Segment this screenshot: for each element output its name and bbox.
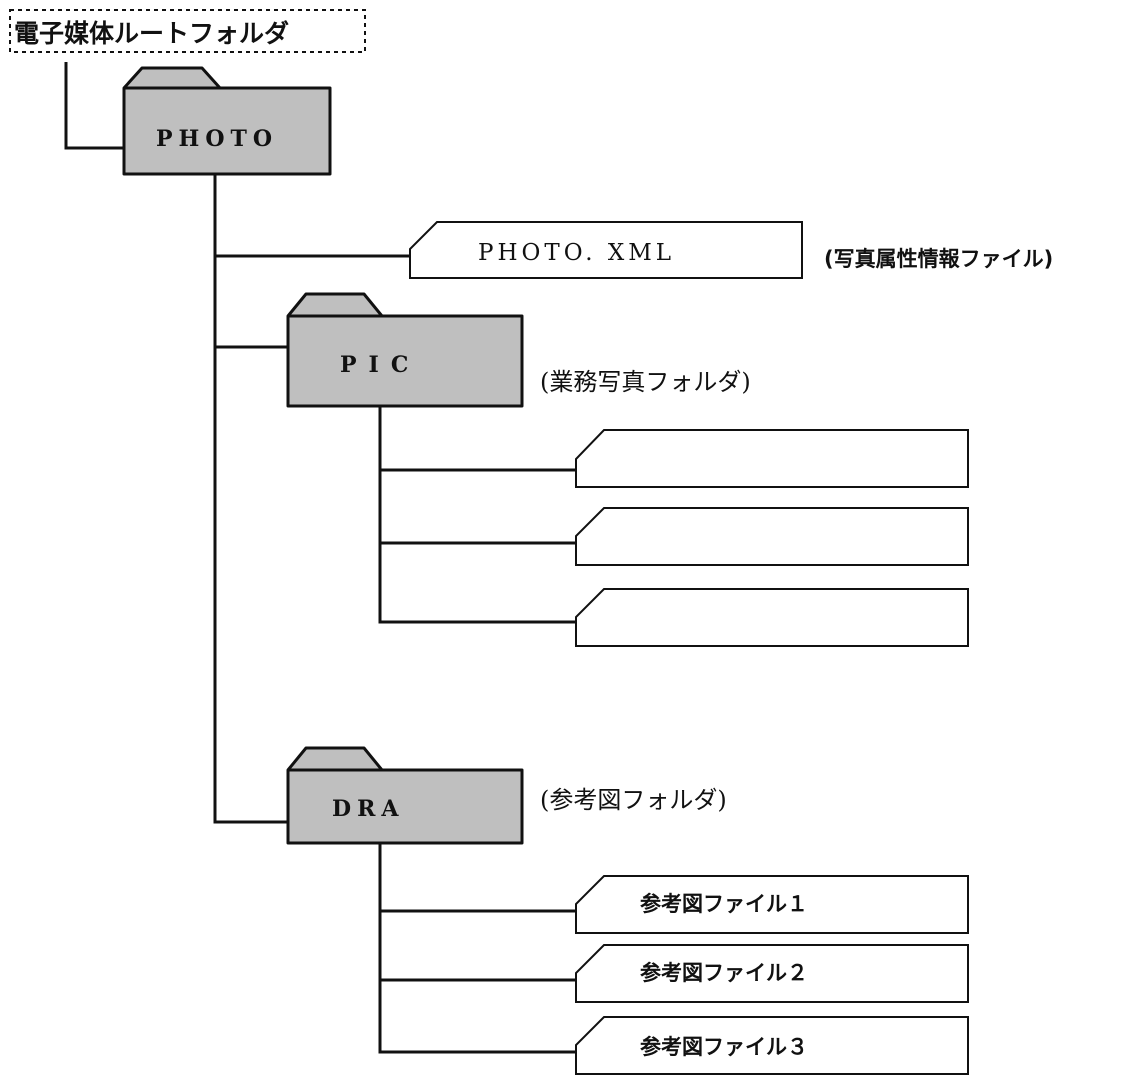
dra-file-2-icon [575, 944, 969, 1003]
photo-xml-file-icon [409, 221, 803, 279]
dra-file-3-icon [575, 1016, 969, 1075]
pic-folder-caption: (業務写真フォルダ) [540, 368, 751, 396]
dra-folder-icon [286, 746, 524, 845]
pic-file-1-icon [575, 429, 969, 488]
photo-xml-file-name: PHOTO. XML [478, 240, 675, 266]
photo-folder-label: PHOTO [156, 126, 278, 152]
root-folder-label: 電子媒体ルートフォルダ [14, 19, 289, 48]
photo-xml-caption: (写真属性情報ファイル) [824, 247, 1053, 271]
root-folder-dashed-box [9, 9, 366, 53]
dra-trunk-line [378, 843, 576, 1054]
photo-folder-icon [122, 66, 332, 176]
root-connector-line [64, 62, 124, 150]
dra-folder-caption: (参考図フォルダ) [540, 786, 727, 814]
pic-folder-label: PIC [340, 352, 420, 378]
dra-file-2-name: 参考図ファイル２ [640, 961, 808, 985]
photo-trunk-line [213, 174, 288, 824]
dra-file-3-name: 参考図ファイル３ [640, 1035, 808, 1059]
pic-trunk-line [378, 406, 576, 624]
dra-file-1-name: 参考図ファイル１ [640, 892, 808, 916]
dra-folder-label: DRA [332, 796, 404, 822]
pic-file-2-icon [575, 507, 969, 566]
dra-file-1-icon [575, 875, 969, 934]
pic-file-3-icon [575, 588, 969, 647]
pic-folder-icon [286, 292, 524, 408]
